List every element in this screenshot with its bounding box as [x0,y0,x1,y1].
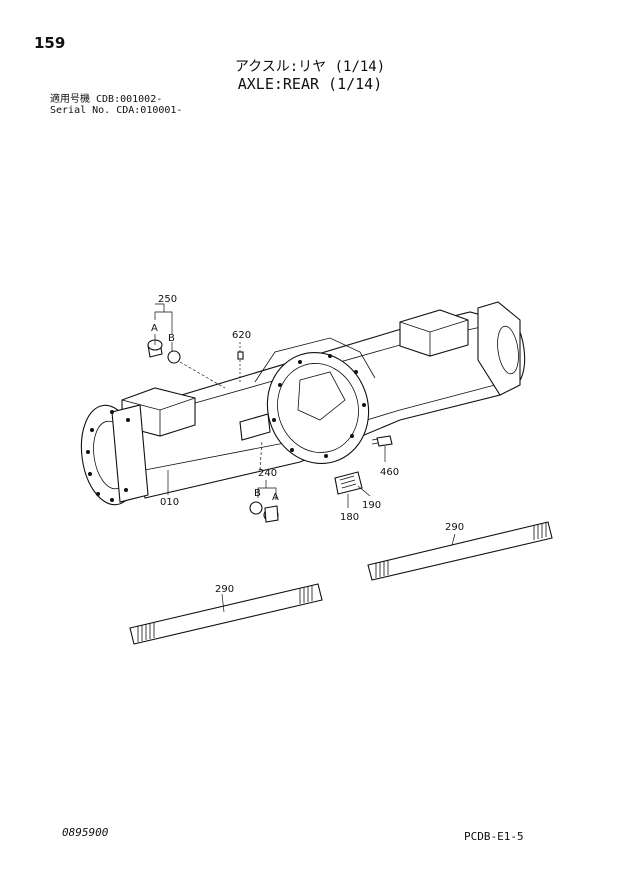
callout-250-b: B [168,333,175,344]
callout-240: 240 [258,468,277,479]
callout-240-a: A [272,492,279,503]
leader-240 [257,480,277,500]
serial-applicability-jp: 適用号機 CDB:001002- [50,94,163,105]
o-ring-240 [249,501,263,515]
leader-250 [154,303,173,352]
callout-250-a: A [151,323,158,334]
page-number: 159 [34,34,66,52]
leader-180-190 [347,485,371,508]
callout-620: 620 [232,330,251,341]
axle-shaft-290-right [367,521,553,581]
name-plate-180 [334,471,363,495]
page-code: PCDB-E1-5 [464,830,524,843]
callout-290-left: 290 [215,584,234,595]
title-japanese: アクスル:リヤ (1/14) [234,59,386,75]
plug-240 [263,505,279,523]
axle-housing [80,301,526,506]
serial-applicability-en: Serial No. CDA:010001- [50,105,183,116]
title-english: AXLE:REAR (1/14) [237,75,383,93]
document-code: 0895900 [62,826,109,839]
leader-290-left [221,593,225,613]
callout-290-right: 290 [445,522,464,533]
leader-290-right [451,533,456,546]
o-ring-250 [167,350,181,364]
axle-shaft-290-left [129,583,323,645]
callout-190: 190 [362,500,381,511]
bolt-460 [371,435,393,447]
plug-620 [237,351,244,360]
callout-460: 460 [380,467,399,478]
callout-250: 250 [158,294,177,305]
callout-240-b: B [254,488,261,499]
callout-010: 010 [160,497,179,508]
callout-180: 180 [340,512,359,523]
